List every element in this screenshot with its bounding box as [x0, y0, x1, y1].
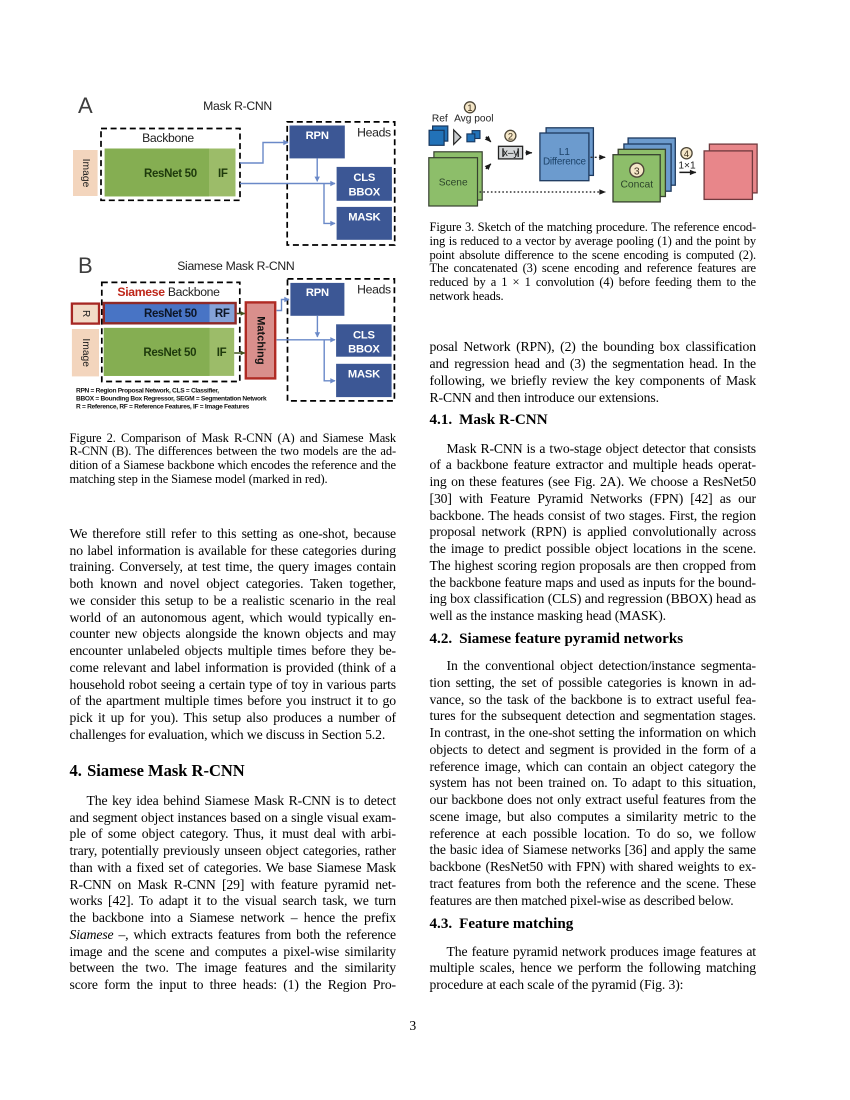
svg-text:ResNet 50: ResNet 50: [143, 347, 196, 359]
svg-text:RPN: RPN: [306, 287, 329, 299]
svg-text:Image: Image: [80, 338, 91, 367]
svg-text:Scene: Scene: [439, 177, 468, 188]
svg-text:1: 1: [467, 103, 472, 113]
svg-text:IF: IF: [217, 347, 227, 359]
svg-text:L1: L1: [559, 147, 570, 158]
svg-text:BBOX: BBOX: [349, 187, 381, 199]
svg-text:2: 2: [508, 131, 513, 141]
svg-text:R: R: [80, 310, 91, 317]
svg-text:R = Reference, RF = Reference: R = Reference, RF = Reference Features, …: [76, 404, 250, 411]
svg-text:RF: RF: [215, 308, 230, 320]
svg-text:CLS: CLS: [353, 172, 376, 184]
svg-text:Siamese Backbone: Siamese Backbone: [117, 285, 220, 299]
svg-text:ResNet 50: ResNet 50: [144, 168, 197, 180]
svg-text:BBOX: BBOX: [348, 344, 380, 356]
svg-text:4: 4: [684, 149, 689, 159]
svg-text:MASK: MASK: [348, 211, 380, 223]
svg-text:Backbone: Backbone: [142, 131, 194, 145]
svg-text:Difference: Difference: [543, 157, 587, 168]
svg-text:Mask R-CNN: Mask R-CNN: [203, 99, 272, 113]
svg-text:Matching: Matching: [255, 316, 267, 364]
svg-text:BBOX = Bounding Box Regressor,: BBOX = Bounding Box Regressor, SEGM = Se…: [76, 396, 267, 403]
svg-text:Avg pool: Avg pool: [454, 114, 493, 125]
svg-text:ResNet 50: ResNet 50: [144, 308, 197, 320]
svg-text:RPN: RPN: [306, 130, 329, 142]
svg-text:Concat: Concat: [620, 179, 653, 190]
svg-text:Siamese Mask R-CNN: Siamese Mask R-CNN: [177, 259, 294, 273]
svg-text:Ref: Ref: [432, 114, 448, 125]
svg-text:Heads: Heads: [357, 126, 391, 140]
svg-text:IF: IF: [218, 168, 228, 180]
svg-text:MASK: MASK: [348, 368, 380, 380]
svg-text:CLS: CLS: [353, 329, 376, 341]
svg-text:Image: Image: [80, 159, 91, 188]
svg-text:A: A: [78, 93, 93, 118]
svg-text:1×1: 1×1: [678, 161, 696, 172]
svg-text:3: 3: [634, 166, 640, 177]
svg-text:Heads: Heads: [357, 283, 391, 297]
svg-text:RPN = Region Proposal Network,: RPN = Region Proposal Network, CLS = Cla…: [76, 388, 219, 395]
svg-text:B: B: [78, 253, 93, 278]
svg-text:x–y: x–y: [503, 148, 519, 159]
